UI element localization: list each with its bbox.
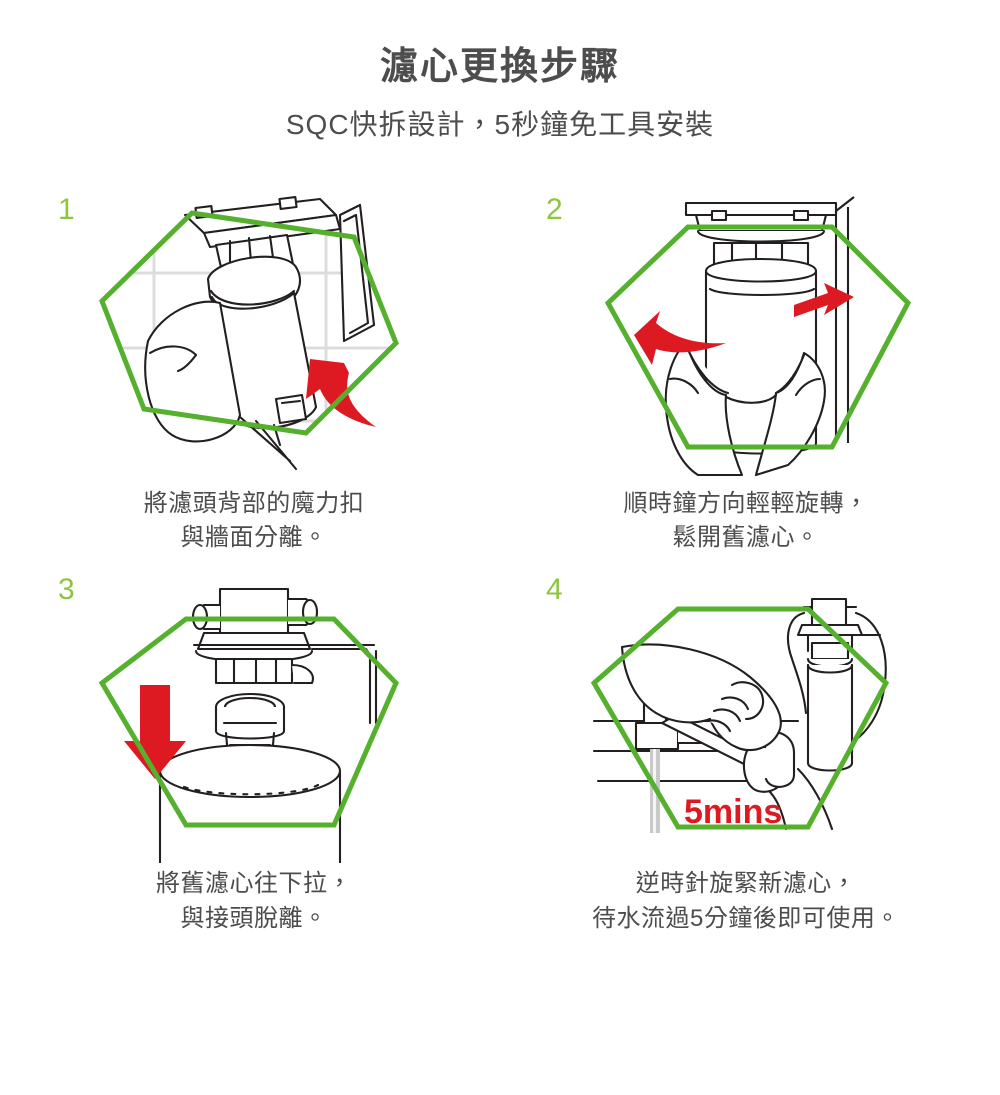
- step-illustration-2: [536, 193, 956, 483]
- filter-manifold-line-art: [191, 588, 378, 725]
- hexagon-frame-3: [98, 616, 399, 828]
- red-arrow-down-icon: [124, 685, 186, 780]
- new-filter-line-art: [787, 598, 887, 772]
- step-card-4: 4: [500, 573, 992, 935]
- step-illustration-1: [44, 193, 464, 483]
- step-figure-1: 1: [44, 193, 464, 483]
- step-number-1: 1: [58, 193, 75, 227]
- hexagon-frame-4: [590, 606, 890, 830]
- old-cartridge-line-art: [158, 693, 342, 864]
- step-figure-4: 4: [536, 573, 956, 863]
- red-arrow-right-icon: [794, 283, 854, 318]
- red-arrows: [634, 283, 854, 366]
- step-illustration-4: 5mins: [536, 573, 956, 863]
- hexagon-frame-2: [604, 224, 912, 450]
- step-figure-2: 2: [536, 193, 956, 483]
- step-card-3: 3: [8, 573, 500, 935]
- page-title: 濾心更換步驟: [379, 46, 620, 88]
- hand-line-art: [620, 644, 782, 752]
- step-card-1: 1: [8, 193, 500, 555]
- step-number-4: 4: [546, 573, 563, 607]
- step-caption-4: 逆時針旋緊新濾心， 待水流過5分鐘後即可使用。: [592, 870, 900, 932]
- page-subtitle: SQC快拆設計，5秒鐘免工具安裝: [285, 108, 715, 140]
- step-figure-3: 3: [44, 573, 464, 864]
- step-card-2: 2: [500, 193, 992, 555]
- red-curved-arrow-icon: [306, 359, 376, 428]
- steps-grid: 1: [0, 193, 1000, 935]
- step-caption-3: 將舊濾心往下拉， 與接頭脫離。: [156, 870, 352, 932]
- hexagon-frame-1: [99, 210, 399, 436]
- step-number-3: 3: [58, 573, 75, 607]
- step-caption-1: 將濾頭背部的魔力扣 與牆面分離。: [143, 490, 365, 552]
- step-illustration-3: [44, 573, 464, 864]
- page-header: 濾心更換步驟 SQC快拆設計，5秒鐘免工具安裝: [0, 0, 1000, 141]
- filter-line-art: [144, 196, 376, 471]
- step-caption-2: 順時鐘方向輕輕旋轉， 鬆開舊濾心。: [623, 490, 869, 552]
- step-number-2: 2: [546, 193, 563, 227]
- red-curved-arrow-icon: [634, 311, 726, 366]
